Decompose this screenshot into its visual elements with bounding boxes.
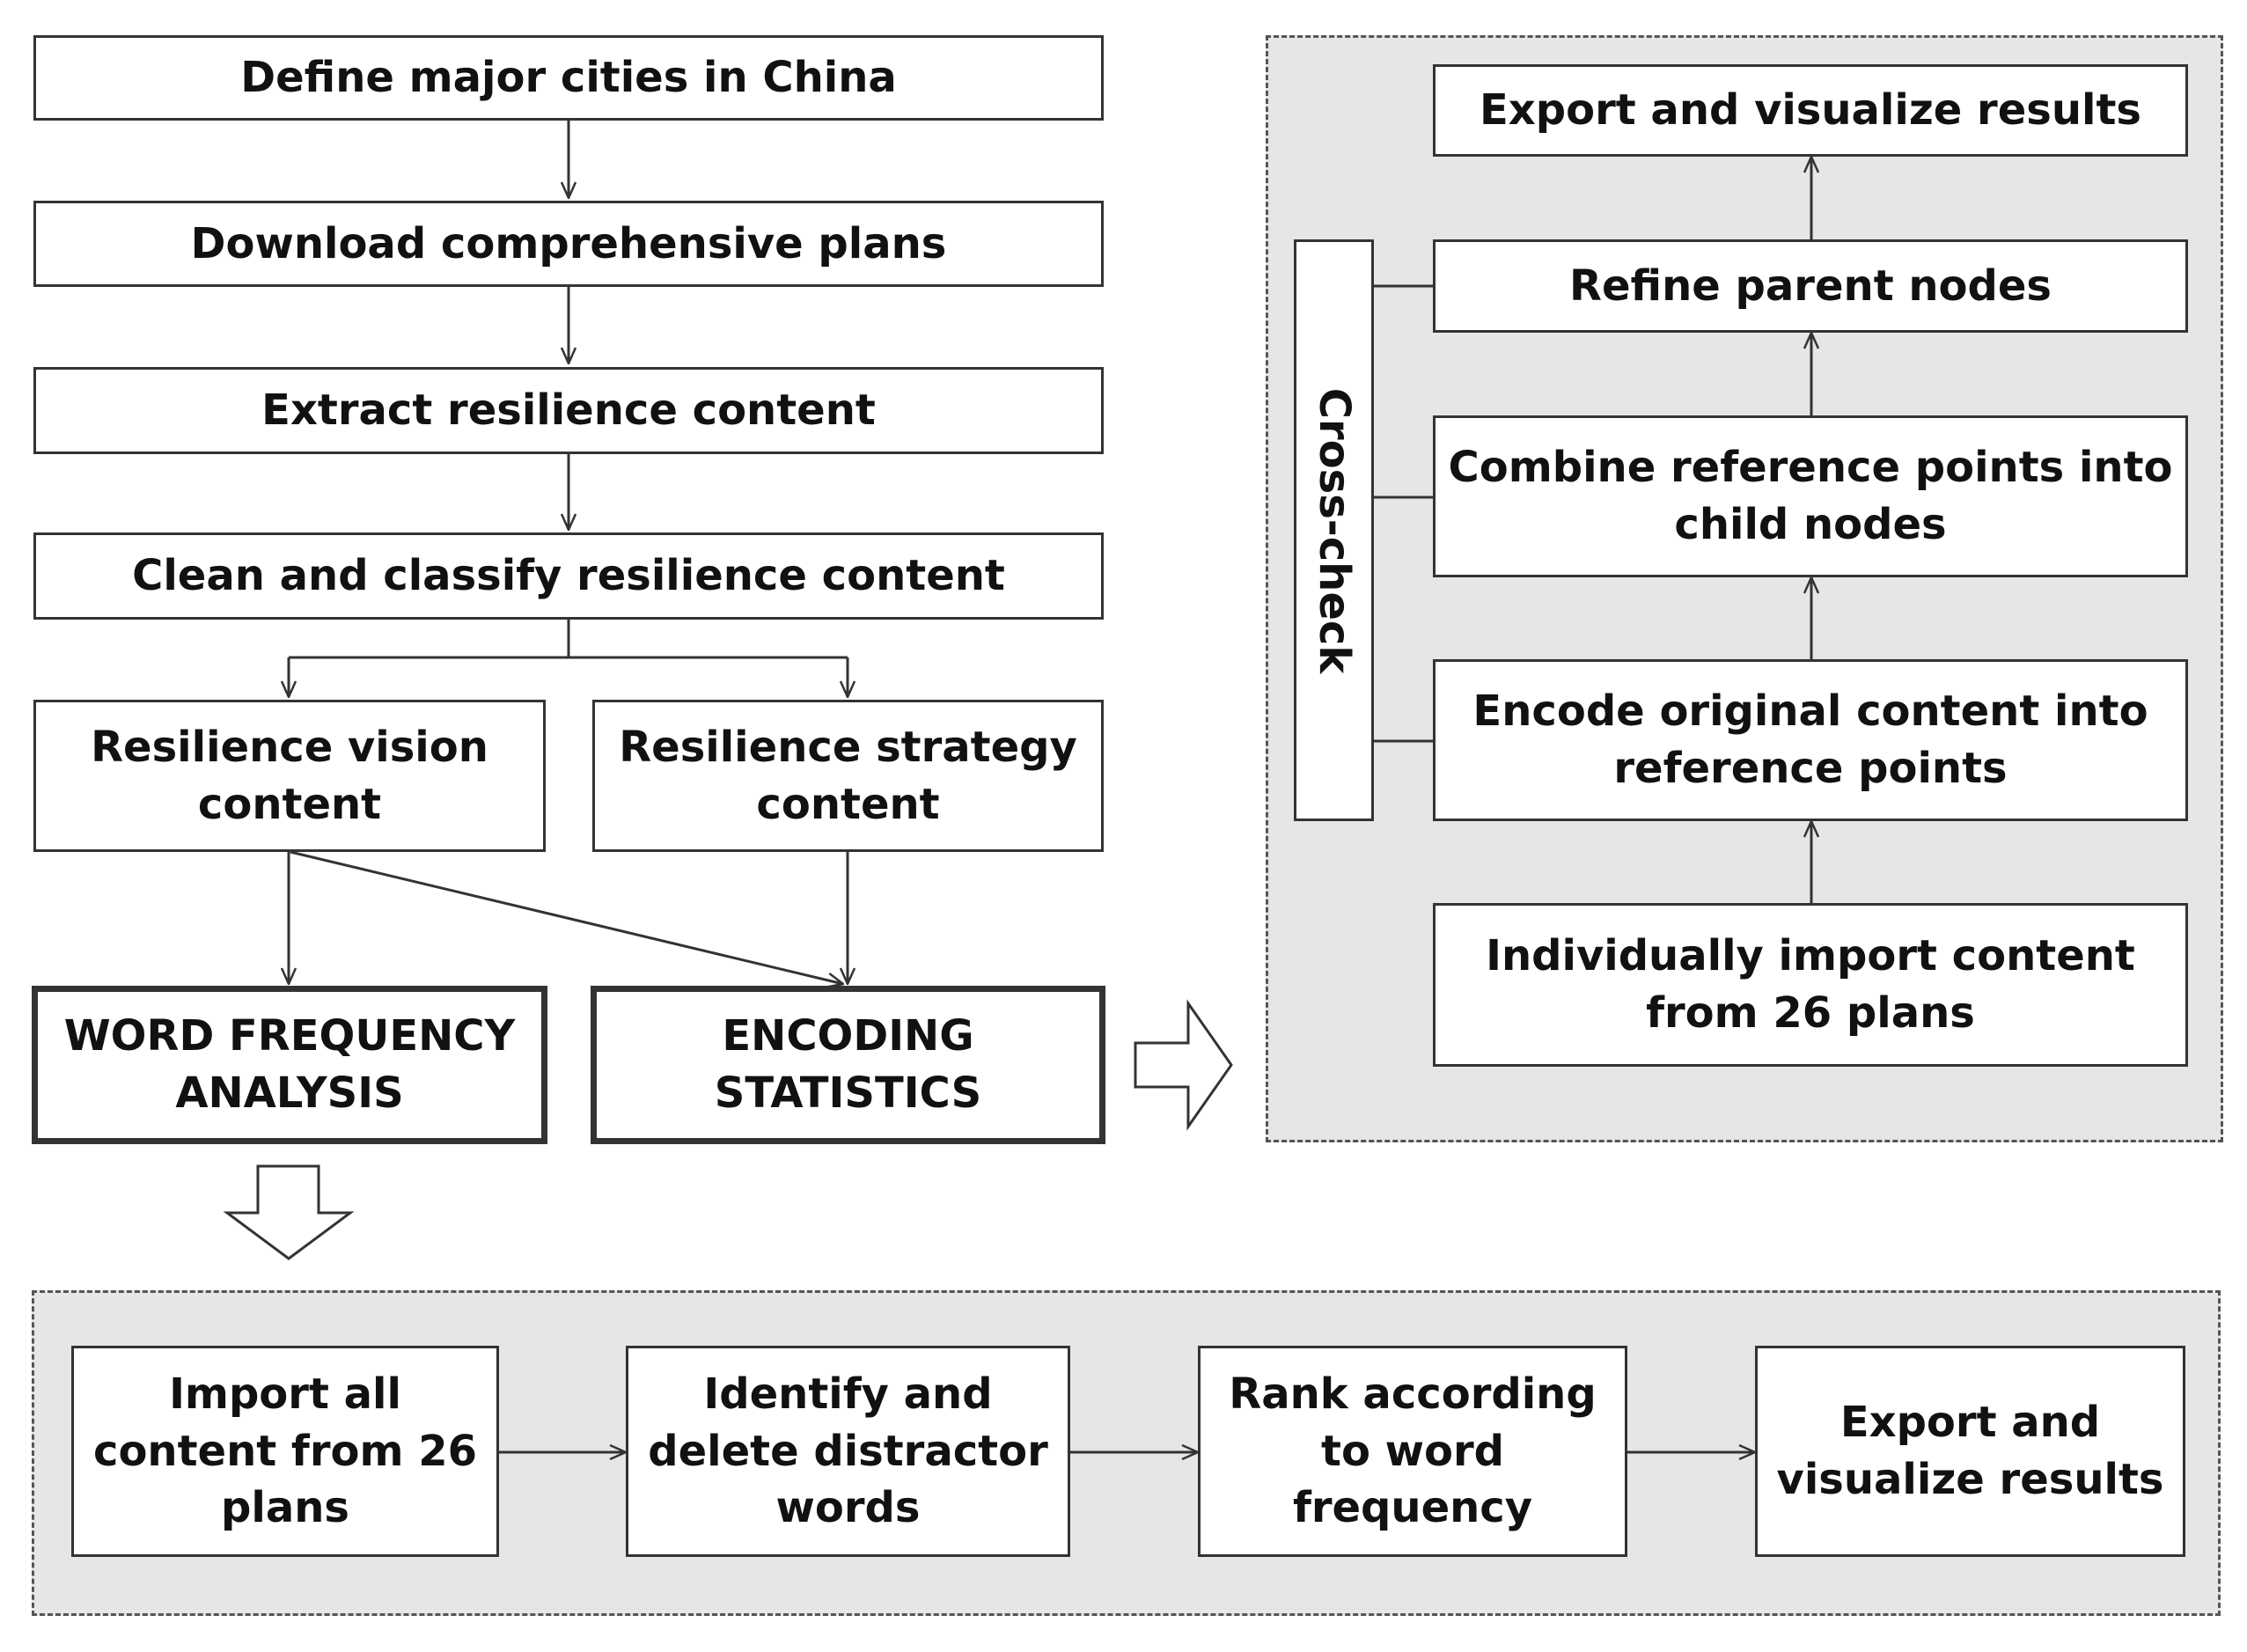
step-clean-classify-label: Clean and classify resilience content — [132, 551, 1005, 601]
cross-check-box: Cross-check — [1294, 239, 1374, 821]
strategy-content-box: Resilience strategy content — [592, 700, 1104, 852]
enc-import-line1: Individually import content — [1486, 931, 2135, 981]
wf-identify-line3: words — [775, 1483, 921, 1533]
wf-rank-line2: to word — [1321, 1426, 1504, 1476]
enc-refine-parent-nodes-label: Refine parent nodes — [1569, 261, 2052, 311]
step-download-plans-label: Download comprehensive plans — [190, 218, 947, 268]
wf-rank-line3: frequency — [1292, 1483, 1533, 1533]
vision-content-line1: Resilience vision — [91, 722, 488, 772]
step-clean-classify: Clean and classify resilience content — [33, 532, 1104, 620]
strategy-content-line2: content — [756, 779, 940, 829]
enc-combine-line2: child nodes — [1674, 500, 1947, 549]
step-extract-content: Extract resilience content — [33, 367, 1104, 454]
word-frequency-analysis-box: WORD FREQUENCY ANALYSIS — [32, 986, 547, 1144]
enc-encode-line1: Encode original content into — [1472, 686, 2148, 737]
wf-export-line1: Export and — [1839, 1398, 2101, 1448]
enc-combine-line1: Combine reference points into — [1448, 443, 2173, 493]
enc-combine-reference-points: Combine reference points into child node… — [1433, 415, 2188, 577]
step-download-plans: Download comprehensive plans — [33, 201, 1104, 287]
strategy-content-line1: Resilience strategy — [619, 722, 1077, 772]
wf-identify-delete-distractors: Identify and delete distractor words — [626, 1346, 1070, 1557]
vision-content-box: Resilience vision content — [33, 700, 546, 852]
wf-identify-line1: Identify and — [703, 1369, 993, 1419]
wf-import-all-content: Import all content from 26 plans — [71, 1346, 499, 1557]
wf-import-line2: content from 26 — [93, 1426, 477, 1476]
block-arrow-down — [223, 1164, 355, 1260]
enc-encode-line2: reference points — [1613, 744, 2008, 793]
word-frequency-line1: WORD FREQUENCY — [63, 1011, 516, 1061]
wf-rank-line1: Rank according — [1229, 1369, 1597, 1419]
vision-content-line2: content — [197, 779, 382, 829]
step-define-cities: Define major cities in China — [33, 35, 1104, 121]
encoding-statistics-box: ENCODING STATISTICS — [591, 986, 1105, 1144]
arrow-vision-enc — [290, 850, 843, 984]
enc-refine-parent-nodes: Refine parent nodes — [1433, 239, 2188, 333]
enc-export-results-label: Export and visualize results — [1480, 85, 2141, 136]
step-define-cities-label: Define major cities in China — [240, 53, 897, 103]
wf-rank-by-frequency: Rank according to word frequency — [1198, 1346, 1627, 1557]
enc-export-results: Export and visualize results — [1433, 64, 2188, 157]
enc-encode-original-content: Encode original content into reference p… — [1433, 659, 2188, 821]
encoding-statistics-line1: ENCODING — [722, 1011, 974, 1061]
step-extract-content-label: Extract resilience content — [261, 385, 876, 436]
wf-import-line1: Import all — [169, 1369, 401, 1419]
wf-export-results: Export and visualize results — [1755, 1346, 2185, 1557]
cross-check-label: Cross-check — [1309, 387, 1359, 673]
block-arrow-right — [1134, 999, 1233, 1131]
wf-identify-line2: delete distractor — [648, 1426, 1048, 1476]
enc-individually-import: Individually import content from 26 plan… — [1433, 903, 2188, 1067]
word-frequency-line2: ANALYSIS — [175, 1068, 404, 1118]
enc-import-line2: from 26 plans — [1646, 988, 1975, 1038]
encoding-statistics-line2: STATISTICS — [714, 1068, 982, 1118]
wf-export-line2: visualize results — [1776, 1455, 2164, 1504]
wf-import-line3: plans — [221, 1483, 349, 1533]
